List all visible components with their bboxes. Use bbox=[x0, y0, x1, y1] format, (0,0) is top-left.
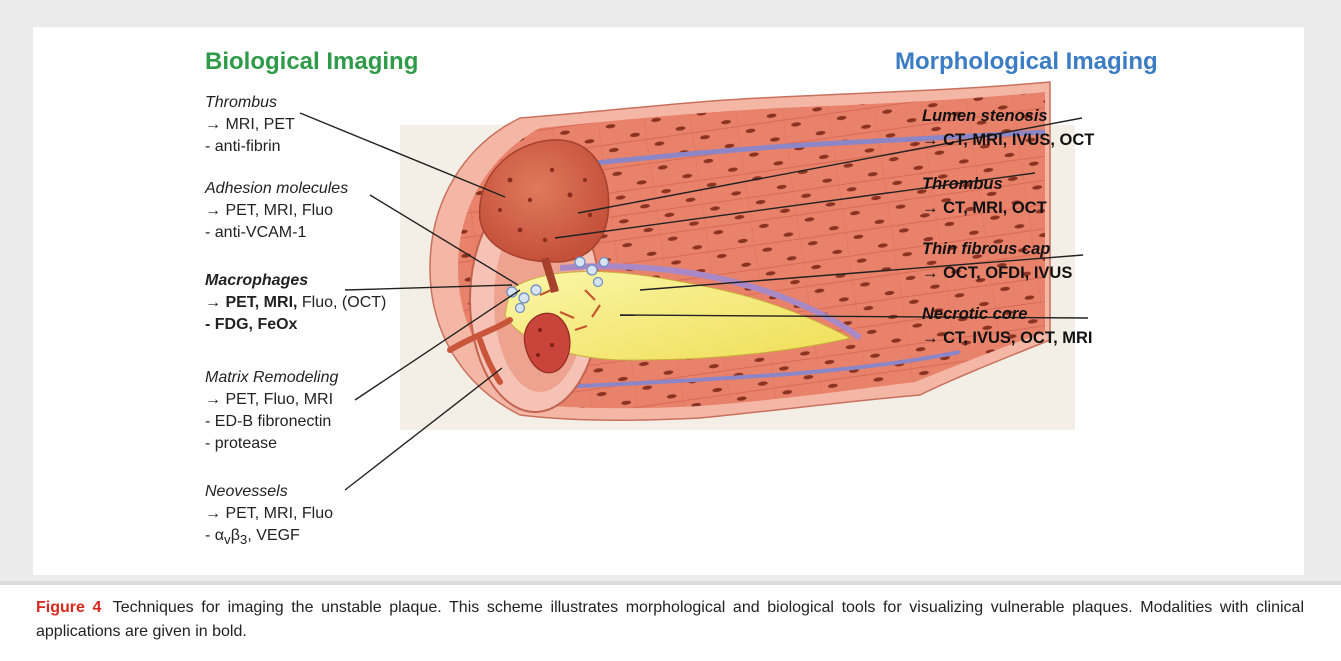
label-title: Thin fibrous cap bbox=[922, 237, 1072, 261]
label-title: Thrombus bbox=[205, 92, 295, 114]
label-title: Matrix Remodeling bbox=[205, 367, 338, 389]
label-line: - ED-B fibronectin bbox=[205, 411, 338, 433]
label-matrix-remodeling: Matrix Remodeling → PET, Fluo, MRI - ED-… bbox=[205, 367, 338, 455]
label-adhesion-molecules: Adhesion molecules → PET, MRI, Fluo - an… bbox=[205, 178, 348, 244]
label-line: → PET, MRI, Fluo bbox=[205, 200, 348, 222]
label-title: Adhesion molecules bbox=[205, 178, 348, 200]
label-text: - α bbox=[205, 527, 224, 544]
label-neovessels: Neovessels → PET, MRI, Fluo - αvβ3, VEGF bbox=[205, 481, 333, 551]
label-macrophages: Macrophages → PET, MRI, Fluo, (OCT) - FD… bbox=[205, 270, 386, 336]
label-line: → PET, MRI, Fluo, (OCT) bbox=[205, 292, 386, 314]
label-line: - αvβ3, VEGF bbox=[205, 525, 333, 551]
label-text: β bbox=[231, 527, 240, 544]
label-line: - protease bbox=[205, 433, 338, 455]
label-line: → CT, MRI, OCT bbox=[922, 196, 1047, 220]
label-line: → CT, MRI, IVUS, OCT bbox=[922, 128, 1094, 152]
label-lumen-stenosis: Lumen stenosis → CT, MRI, IVUS, OCT bbox=[922, 104, 1094, 152]
label-regular-part: Fluo, (OCT) bbox=[297, 294, 386, 311]
label-title: Lumen stenosis bbox=[922, 104, 1094, 128]
label-title: Necrotic core bbox=[922, 302, 1093, 326]
figure-divider bbox=[0, 581, 1341, 585]
label-line: - anti-fibrin bbox=[205, 136, 295, 158]
caption-text: Techniques for imaging the unstable plaq… bbox=[36, 599, 1304, 640]
label-necrotic-core: Necrotic core → CT, IVUS, OCT, MRI bbox=[922, 302, 1093, 350]
label-line: → PET, Fluo, MRI bbox=[205, 389, 338, 411]
label-line: - anti-VCAM-1 bbox=[205, 222, 348, 244]
figure-label: Figure 4 bbox=[36, 599, 101, 616]
label-thin-fibrous-cap: Thin fibrous cap → OCT, OFDI, IVUS bbox=[922, 237, 1072, 285]
label-bold-part: → PET, MRI, bbox=[205, 294, 297, 311]
label-thrombus-morphological: Thrombus → CT, MRI, OCT bbox=[922, 172, 1047, 220]
label-line: - FDG, FeOx bbox=[205, 314, 386, 336]
artery-plaque-illustration bbox=[0, 0, 1341, 581]
label-title: Thrombus bbox=[922, 172, 1047, 196]
figure-caption: Figure 4 Techniques for imaging the unst… bbox=[36, 596, 1304, 644]
morphological-imaging-heading: Morphological Imaging bbox=[895, 48, 1158, 76]
label-line: → MRI, PET bbox=[205, 114, 295, 136]
biological-imaging-heading: Biological Imaging bbox=[205, 48, 418, 76]
label-subscript: v bbox=[224, 532, 231, 547]
label-title: Macrophages bbox=[205, 270, 386, 292]
label-title: Neovessels bbox=[205, 481, 333, 503]
label-line: → CT, IVUS, OCT, MRI bbox=[922, 326, 1093, 350]
label-text: , VEGF bbox=[247, 527, 299, 544]
label-line: → PET, MRI, Fluo bbox=[205, 503, 333, 525]
label-line: → OCT, OFDI, IVUS bbox=[922, 261, 1072, 285]
label-thrombus-biological: Thrombus → MRI, PET - anti-fibrin bbox=[205, 92, 295, 158]
